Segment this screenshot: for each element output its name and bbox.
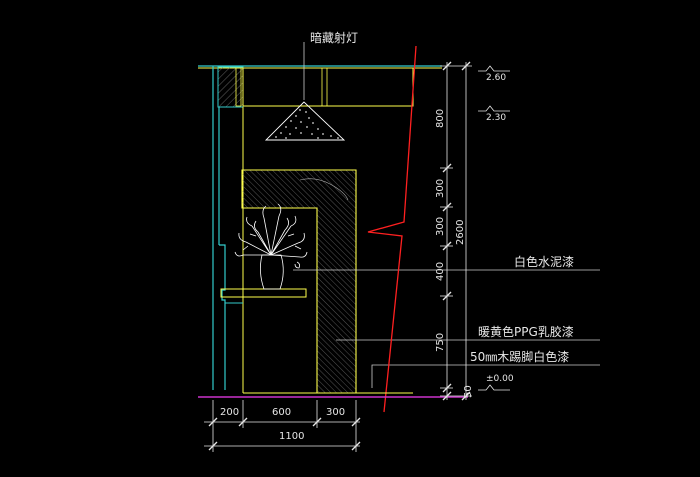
column-block (217, 66, 244, 108)
bulkhead-slot-left (235, 67, 242, 107)
white-paint-label: 白色水泥漆 (514, 255, 575, 269)
level-2-60: 2.60 (486, 73, 507, 83)
shelf (220, 288, 307, 298)
vdim-total-2600: 2600 (455, 219, 466, 245)
hdim-600: 600 (272, 407, 292, 418)
level-0-00: ±0.00 (486, 374, 514, 384)
baseboard-label: 50㎜木踢脚白色漆 (470, 350, 570, 364)
vdim-750: 750 (435, 332, 446, 352)
level-2-30: 2.30 (486, 113, 507, 123)
plant-vase (234, 203, 308, 290)
hdim-200: 200 (220, 407, 240, 418)
vdim-300-b: 300 (435, 216, 446, 236)
hdim-total-1100: 1100 (279, 431, 305, 442)
frame-swirl (299, 178, 349, 201)
vdim-300-a: 300 (435, 178, 446, 198)
light-beam-dots (275, 109, 339, 139)
vdim-800: 800 (435, 108, 446, 128)
ppg-paint-label: 暖黄色PPG乳胶漆 (478, 325, 574, 339)
horizontal-dimensions (204, 400, 361, 452)
light-label: 暗藏射灯 (310, 31, 359, 45)
wall-jog (219, 244, 226, 390)
vdim-400: 400 (435, 261, 446, 281)
vertical-dimensions (440, 61, 472, 401)
bulkhead-slot-right (321, 67, 328, 107)
vdim-50: 50 (463, 385, 474, 398)
leader-baseboard (371, 364, 600, 388)
level-marks (478, 65, 510, 391)
break-line (367, 45, 417, 413)
niche-frame (241, 169, 357, 394)
light-beam (264, 101, 346, 141)
hdim-300: 300 (326, 407, 346, 418)
bulkhead (242, 67, 414, 107)
